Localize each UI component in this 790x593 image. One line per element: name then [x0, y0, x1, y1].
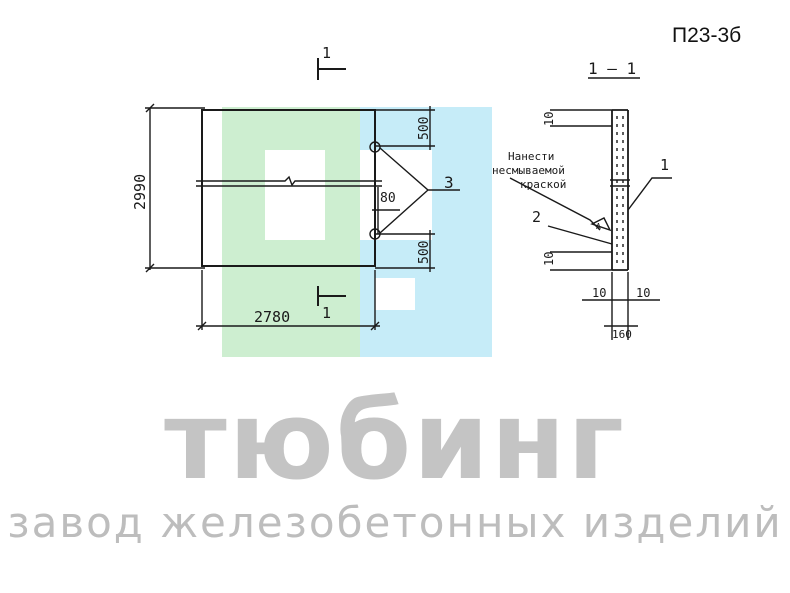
note-line-3: краской: [520, 178, 566, 191]
dim-height-ticks: [145, 103, 155, 273]
logo-cutout-right: [360, 150, 432, 240]
note-leader: [509, 177, 601, 231]
dim-bottom-offset-label: 500: [417, 241, 432, 264]
dim-spacing-label: 80: [380, 191, 396, 206]
dim-bottom-offset-line: [375, 230, 435, 272]
watermark-logo-text: тюбинг: [164, 379, 626, 504]
callout-3-label: 3: [444, 173, 454, 192]
logo-cutout-small: [375, 278, 415, 310]
section-view: [509, 77, 672, 340]
section-marker-bottom-mark: [317, 286, 346, 306]
dim-bottom-label: 10: [542, 252, 556, 266]
section-body: [611, 109, 629, 271]
dim-left-label: 10: [592, 286, 606, 300]
plan-view: [145, 58, 460, 331]
note-line-2: несмываемой: [492, 164, 565, 177]
dim-bottom-horizontal: [582, 272, 660, 340]
dim-top-offset-label: 500: [417, 117, 432, 140]
dim-height-label: 2990: [131, 174, 149, 210]
section-title: 1 – 1: [588, 59, 636, 78]
section-marker-bottom-label: 1: [322, 304, 331, 322]
dim-right-label: 10: [636, 286, 650, 300]
dim-width-label: 2780: [254, 308, 290, 326]
watermark-logo: [222, 107, 492, 357]
section-break: [610, 179, 630, 187]
dim-bottom-line: [550, 251, 612, 271]
loop-top: [369, 141, 381, 153]
section-marker-top-mark: [317, 58, 346, 80]
section-marker-top-label: 1: [322, 44, 331, 62]
note-symbol: А: [596, 222, 601, 231]
dim-height-line: [145, 107, 205, 270]
sheet-code: П23-3б: [672, 24, 742, 47]
note-line-1: Нанести: [508, 150, 554, 163]
dim-top-line: [550, 109, 612, 127]
dim-spacing-line: [372, 187, 400, 234]
dim-thickness-label: 160: [612, 328, 632, 341]
watermark-tagline: завод железобетонных изделий: [7, 498, 783, 547]
dim-top-label: 10: [542, 112, 556, 126]
loop-bottom: [369, 228, 381, 240]
panel-outline: [201, 109, 376, 267]
break-line: [196, 175, 382, 187]
callout-2-label: 2: [532, 208, 541, 226]
callout-2-leader: [547, 225, 613, 245]
section-rebar: [616, 116, 624, 264]
callout-1-leader: [627, 177, 672, 211]
dim-top-offset-line: [375, 106, 435, 150]
note-triangle: [590, 217, 612, 232]
dim-width-line: [196, 270, 380, 330]
leader-3: [379, 147, 460, 234]
logo-cutout-left: [265, 150, 325, 240]
callout-1-label: 1: [660, 156, 669, 174]
dim-width-ticks: [197, 321, 380, 331]
